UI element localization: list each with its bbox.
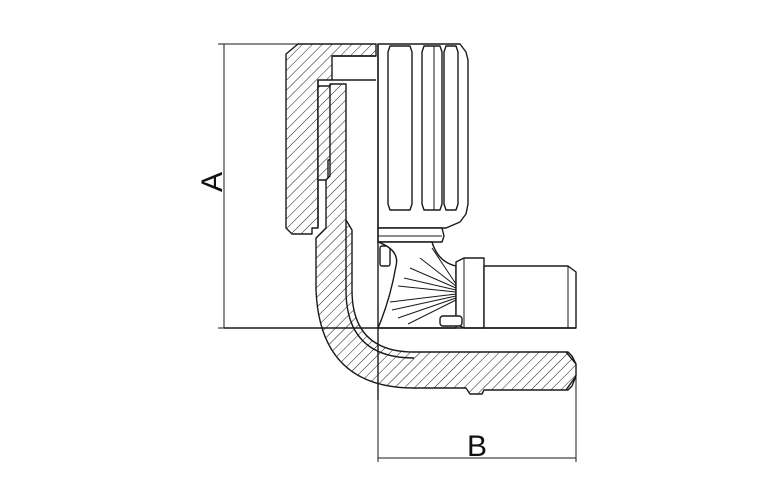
barb-exterior [483, 265, 577, 329]
elbow-body-wall-section [315, 83, 577, 395]
elbow-shading [389, 247, 457, 325]
neck [377, 227, 445, 243]
exterior-view [377, 43, 577, 329]
section-view [285, 43, 577, 395]
elbow-body-exterior [377, 241, 457, 329]
dimension-b: B [377, 328, 577, 463]
elbow-bore [345, 220, 415, 359]
centre-lines [224, 44, 576, 400]
barb-tip [565, 351, 577, 391]
body-slot [439, 315, 463, 327]
dimension-b-label: B [467, 430, 487, 463]
body-detail-recess [379, 245, 391, 267]
nut-knurl-ribs [387, 45, 459, 211]
dimension-a-label: A [196, 172, 229, 192]
nut-exterior [377, 43, 469, 229]
